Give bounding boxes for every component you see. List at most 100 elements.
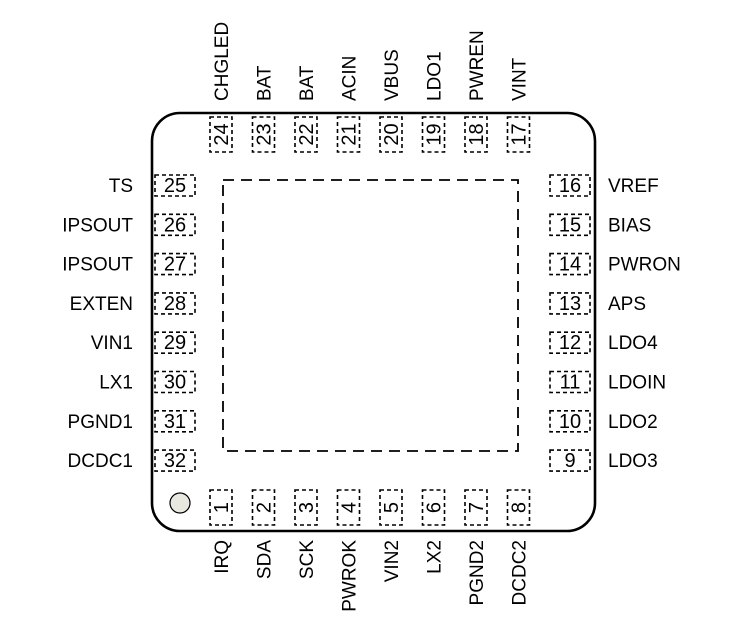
pin-name: VIN2 [382, 540, 403, 582]
pin-name: IPSOUT [62, 255, 133, 276]
pin-number: 11 [560, 372, 581, 394]
exposed-pad [222, 179, 519, 452]
pin-number: 32 [164, 450, 186, 472]
pin-pad [549, 331, 591, 355]
pin-pad [464, 116, 488, 153]
pin-pad [154, 252, 196, 276]
pin-pad [154, 292, 196, 315]
pin-pad [549, 213, 591, 237]
pin-pad [549, 409, 591, 433]
pin-number: 8 [509, 502, 531, 513]
pin-15: 15 BIAS [549, 213, 651, 237]
pin-number: 18 [466, 123, 488, 145]
pin-pad [209, 489, 233, 526]
pin-number: 5 [381, 502, 403, 513]
pin-pad [549, 292, 591, 315]
pin-name: VBUS [382, 49, 403, 101]
pin-pad [294, 489, 318, 526]
pin-pad [379, 116, 403, 153]
pin-number: 2 [254, 502, 276, 513]
pin-name: LDO2 [608, 412, 658, 433]
pin-number: 9 [564, 450, 575, 472]
pin-name: DCDC1 [68, 451, 133, 472]
pin-number: 15 [559, 214, 581, 236]
pin-name: BIAS [608, 215, 651, 236]
pin-16: 16 VREF [549, 174, 659, 197]
pin-name: LX1 [99, 373, 133, 394]
pin-number: 19 [424, 123, 446, 145]
pin-name: IPSOUT [62, 215, 133, 236]
pin-number: 1 [211, 502, 233, 513]
pin-number: 16 [559, 175, 581, 197]
pin-number: 6 [424, 502, 446, 513]
pin-pad [294, 116, 318, 153]
pin-name: PWREN [467, 30, 488, 101]
pin-number: 3 [296, 502, 318, 513]
pin-28: 28 EXTEN [70, 292, 196, 315]
pin-pad [336, 116, 361, 153]
pin-name: PGND1 [68, 412, 133, 433]
pin-name: TS [109, 176, 133, 197]
pin-pad [549, 370, 591, 394]
pin-name: PWRON [608, 255, 681, 276]
pin-number: 24 [211, 123, 233, 145]
pin-pad [209, 116, 233, 153]
pin-pad [336, 489, 361, 526]
pin-27: 27 IPSOUT [62, 252, 196, 276]
pin-name: VREF [608, 176, 659, 197]
pin-pad [464, 489, 488, 526]
pin-number: 10 [559, 411, 581, 433]
pin-pad [251, 116, 276, 153]
pin-name: LDO1 [425, 51, 446, 101]
pin-pad [154, 449, 196, 472]
pin-29: 29 VIN1 [91, 331, 196, 355]
pin-name: VIN1 [91, 333, 133, 354]
pin-pad [154, 213, 196, 237]
pin-18: 18 PWREN [464, 30, 488, 153]
pin-pad [379, 489, 403, 526]
pin-number: 27 [164, 254, 186, 276]
pin-number: 20 [381, 123, 403, 145]
pin-name: VINT [510, 57, 531, 101]
pin-pad [154, 174, 196, 197]
pin-pad [421, 116, 446, 153]
pin-number: 7 [466, 502, 488, 513]
pin-name: PWROK [340, 540, 361, 612]
pin-number: 29 [164, 332, 186, 354]
pin-number: 28 [164, 293, 186, 315]
pin-name: CHGLED [212, 22, 233, 101]
pin-14: 14 PWRON [549, 252, 681, 276]
pin-10: 10 LDO2 [549, 409, 658, 433]
pin1-indicator-dot [169, 492, 191, 514]
pin-19: 19 LDO1 [421, 51, 446, 153]
pin-17: 17 VINT [506, 57, 531, 153]
pin-20: 20 VBUS [379, 49, 403, 153]
pin-number: 13 [559, 293, 581, 315]
pin-name: EXTEN [70, 294, 133, 315]
pin-32: 32 DCDC1 [68, 449, 196, 472]
pin-number: 17 [509, 123, 531, 145]
pin-name: BAT [255, 65, 276, 101]
pin-pad [506, 489, 531, 526]
pin-pad [154, 331, 196, 355]
pin-name: ACIN [340, 56, 361, 101]
pin-number: 14 [559, 254, 581, 276]
pin-pad [251, 489, 276, 526]
